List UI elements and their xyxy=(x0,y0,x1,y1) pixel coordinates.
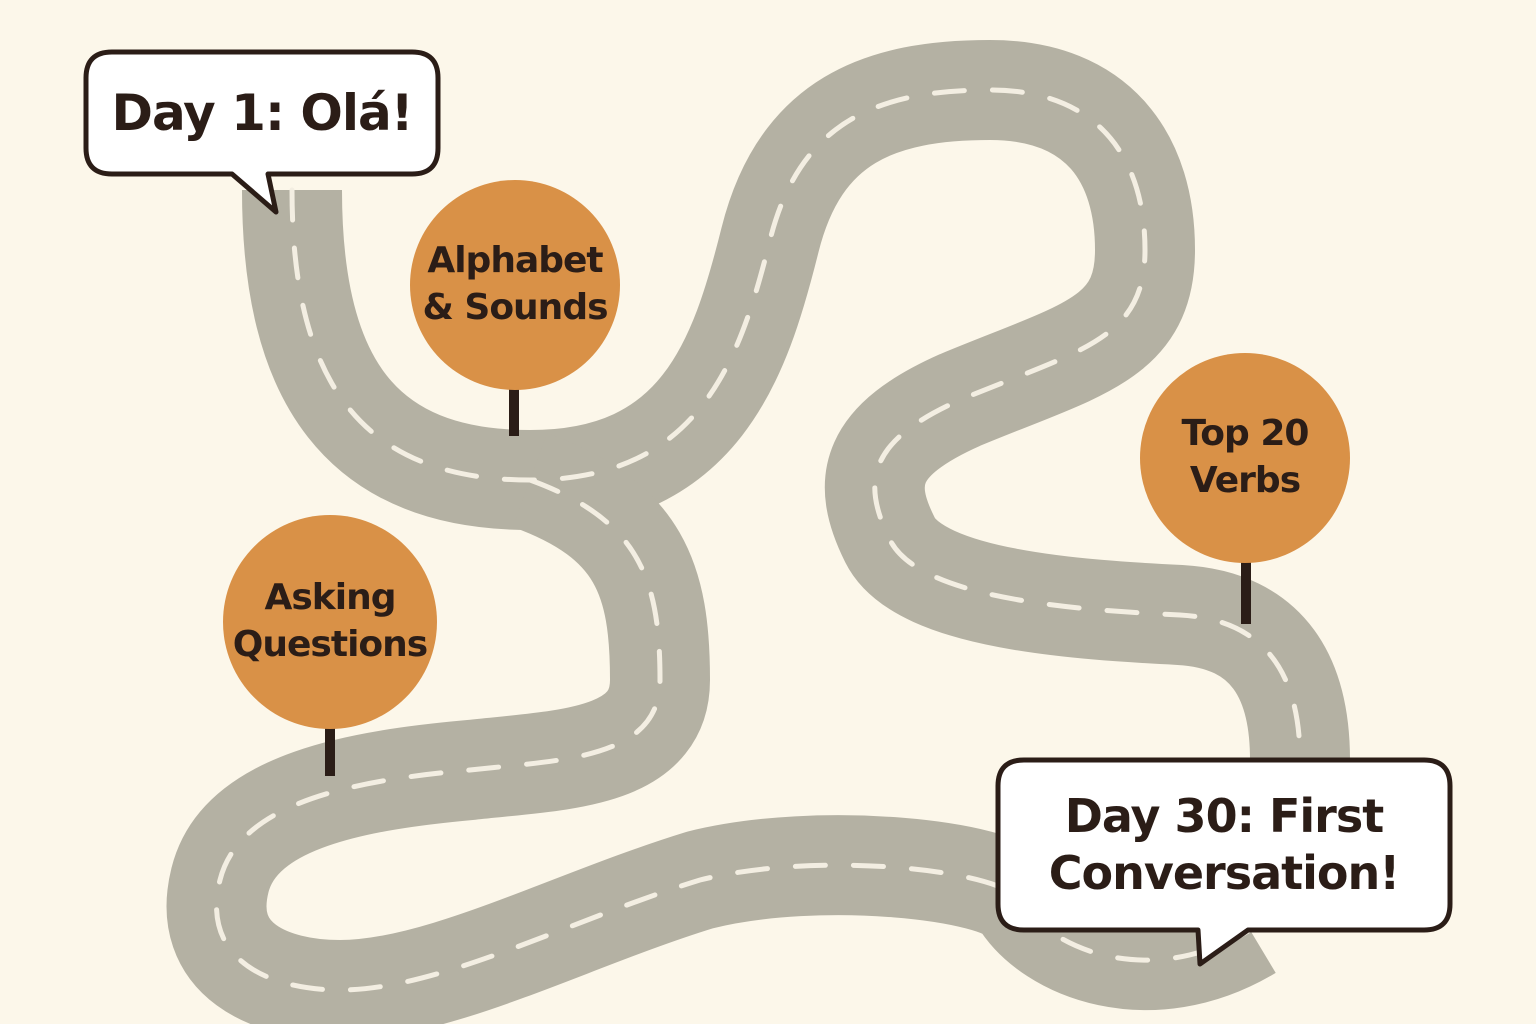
start-bubble-label: Day 1: Olá! xyxy=(111,84,413,142)
sign-label-questions: Asking Questions xyxy=(220,560,440,684)
road-center-line xyxy=(289,87,1303,763)
sign-label-line: Alphabet xyxy=(427,240,603,282)
milestone-sign-questions xyxy=(223,515,437,776)
end-speech-bubble xyxy=(995,757,1453,967)
start-speech-bubble xyxy=(83,49,441,215)
end-bubble-line: Day 30: First xyxy=(1064,788,1384,843)
sign-label-alphabet: Alphabet & Sounds xyxy=(410,225,620,345)
sign-label-verbs: Top 20 Verbs xyxy=(1140,398,1350,518)
milestone-sign-alphabet xyxy=(410,180,620,436)
sign-disc xyxy=(1140,353,1350,563)
sign-label-line: Questions xyxy=(232,624,428,665)
start-bubble-text: Day 1: Olá! xyxy=(90,56,434,170)
sign-label-line: Verbs xyxy=(1189,460,1301,501)
sign-disc xyxy=(410,180,620,390)
sign-disc xyxy=(223,515,437,729)
sign-label-line: Top 20 xyxy=(1181,413,1310,455)
sign-label-line: Asking xyxy=(264,577,397,619)
end-bubble-line: Conversation! xyxy=(1048,846,1400,900)
sign-label-line: & Sounds xyxy=(422,287,608,328)
milestone-sign-verbs xyxy=(1140,353,1350,624)
end-bubble-text: Day 30: First Conversation! xyxy=(1002,764,1446,926)
